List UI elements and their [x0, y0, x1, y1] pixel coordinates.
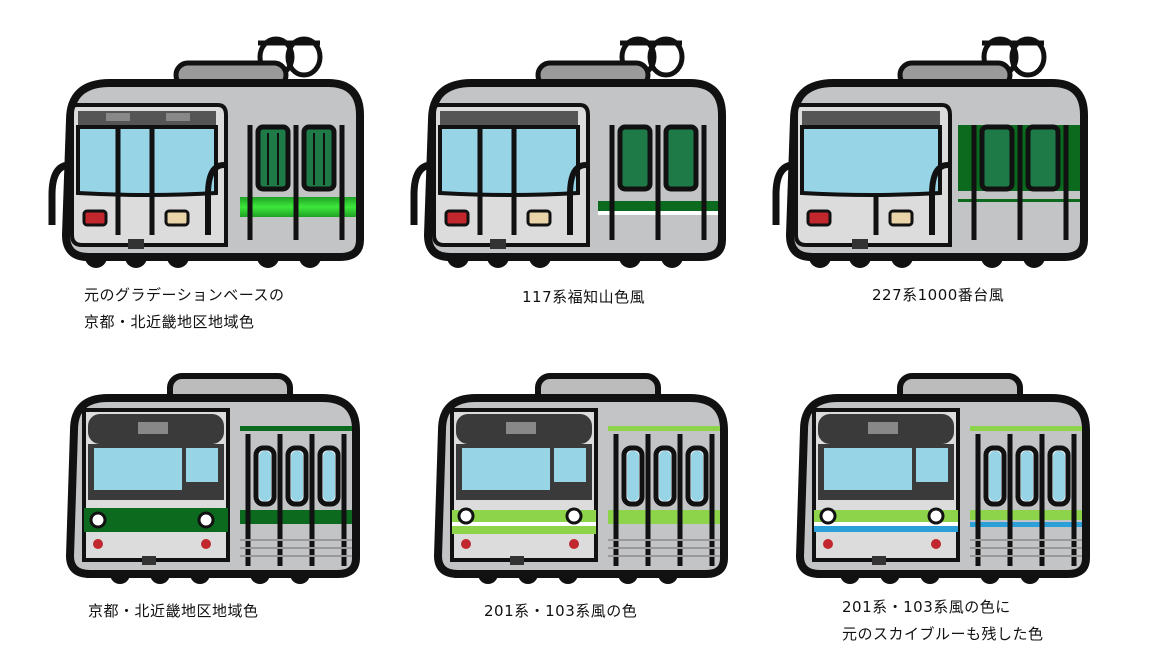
train-illustration-4: [60, 370, 370, 595]
train-illustration-1: [48, 35, 368, 275]
caption-1: 元のグラデーションベースの 京都・北近畿地区地域色: [84, 282, 284, 336]
caption-5: 201系・103系風の色: [484, 598, 637, 625]
train-illustration-5: [428, 370, 738, 595]
caption-2: 117系福知山色風: [522, 284, 645, 311]
caption-6-line-2: 元のスカイブルーも残した色: [842, 625, 1044, 643]
caption-3-line-1: 227系1000番台風: [872, 286, 1005, 304]
caption-1-line-2: 京都・北近畿地区地域色: [84, 313, 255, 331]
caption-1-line-1: 元のグラデーションベースの: [84, 286, 285, 304]
caption-6: 201系・103系風の色に 元のスカイブルーも残した色: [842, 594, 1044, 648]
caption-3: 227系1000番台風: [872, 282, 1004, 309]
train-illustration-6: [790, 370, 1100, 595]
caption-4-line-1: 京都・北近畿地区地域色: [88, 602, 259, 620]
train-illustration-2: [410, 35, 730, 275]
caption-2-line-1: 117系福知山色風: [522, 288, 646, 306]
train-illustration-3: [772, 35, 1092, 275]
caption-4: 京都・北近畿地区地域色: [88, 598, 259, 625]
caption-5-line-1: 201系・103系風の色: [484, 602, 638, 620]
caption-6-line-1: 201系・103系風の色に: [842, 598, 1011, 616]
